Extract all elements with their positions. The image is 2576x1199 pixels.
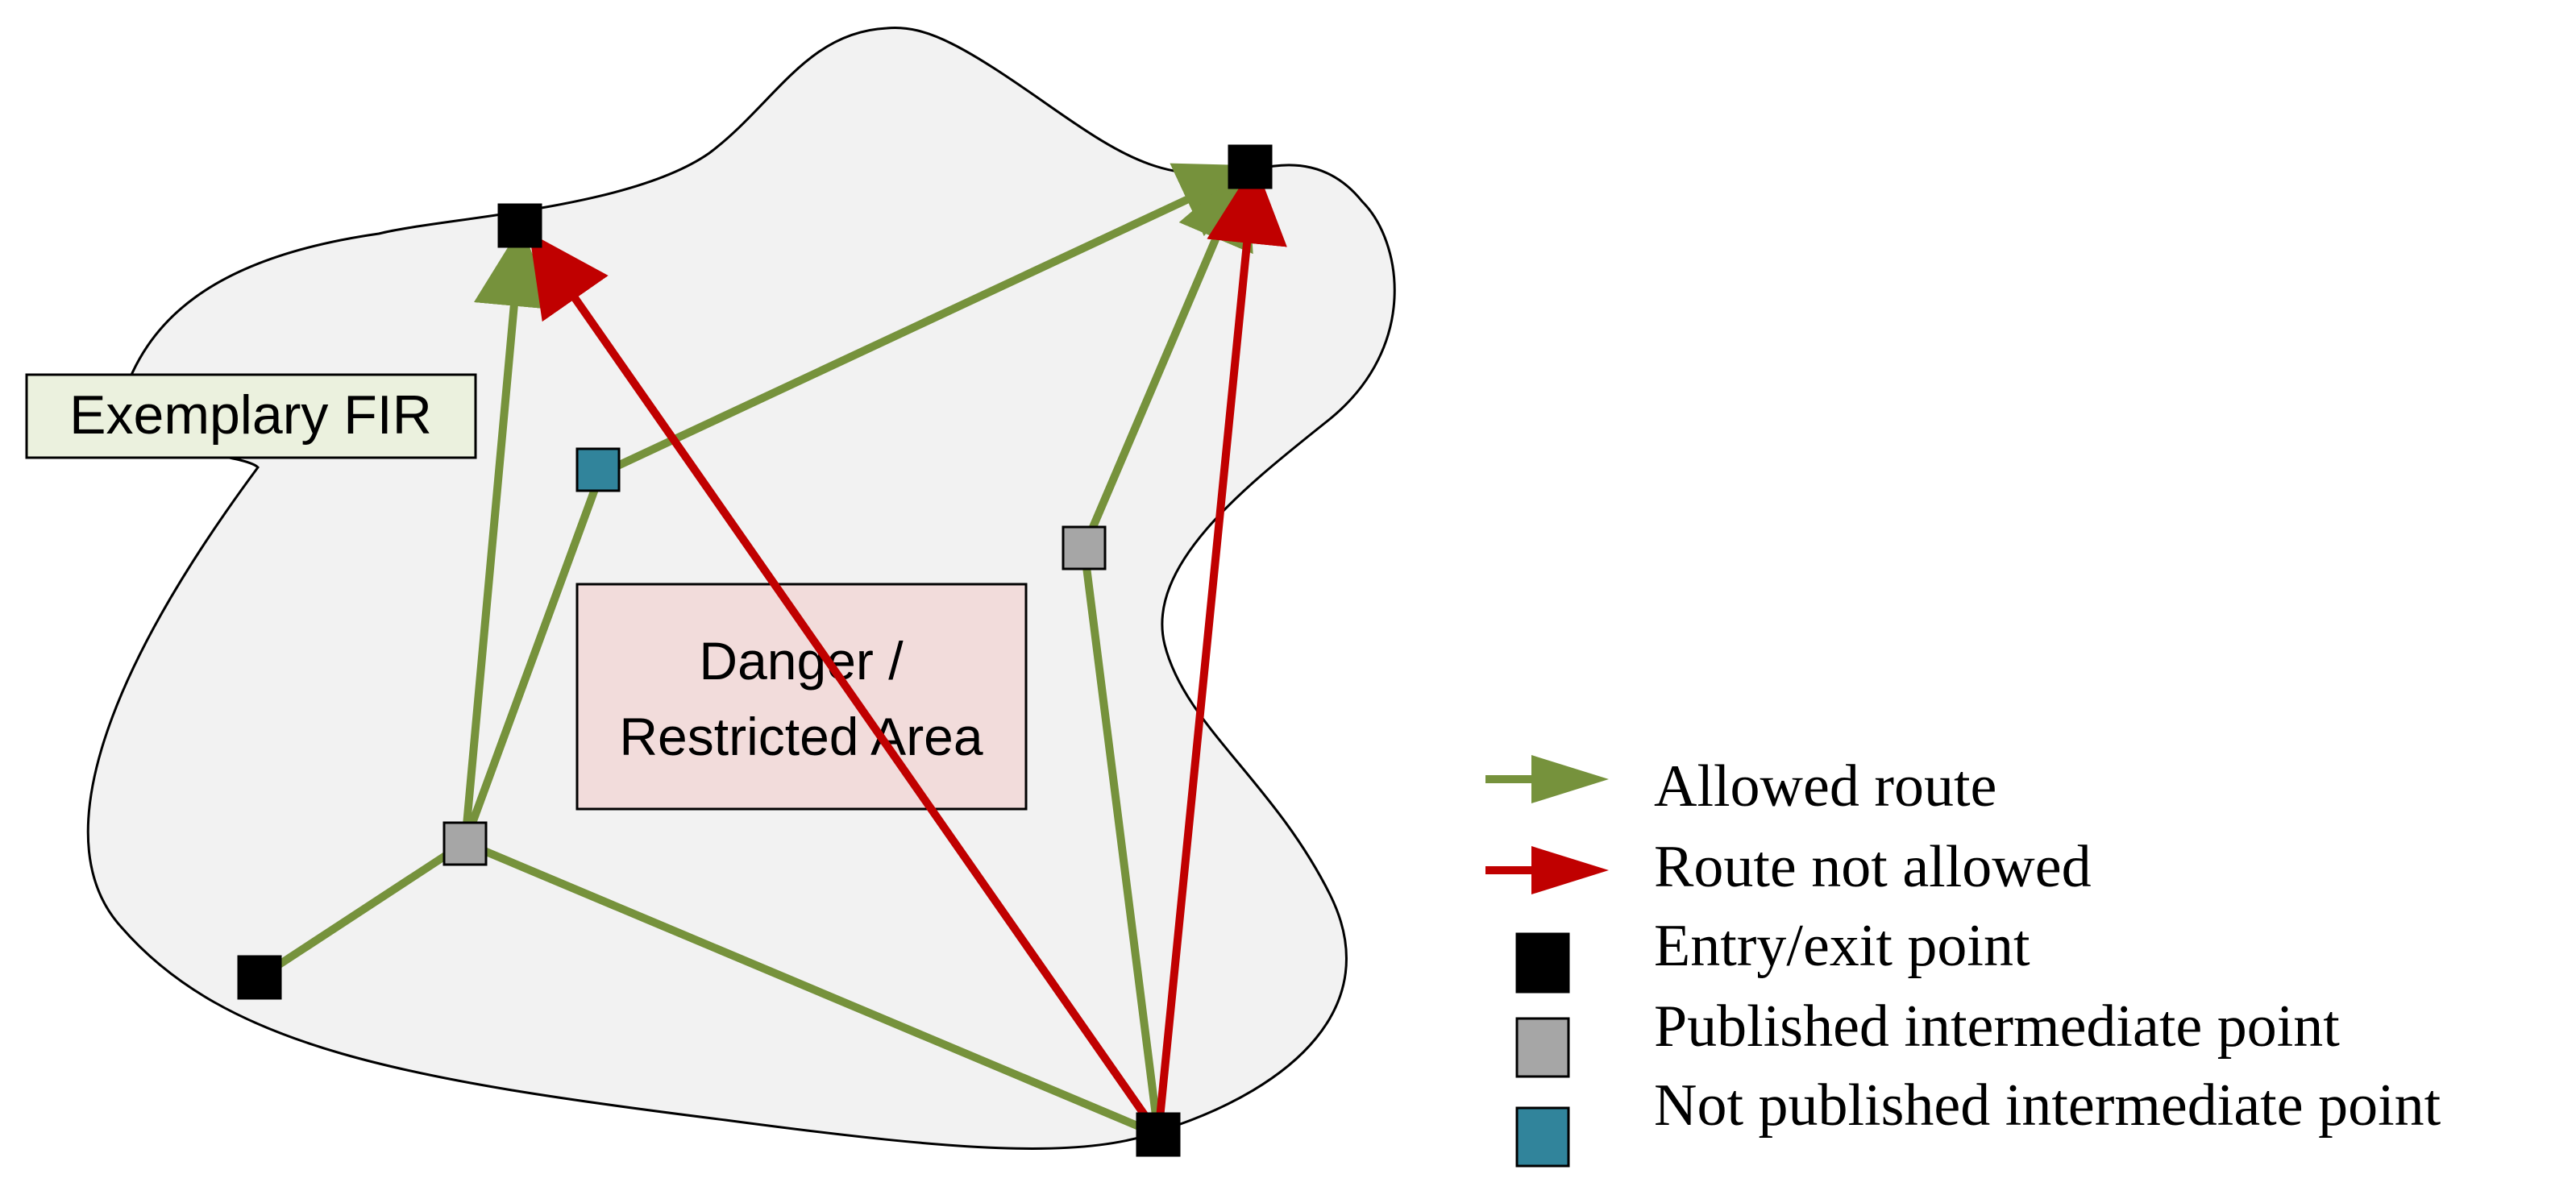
restricted-area-line1: Danger / — [699, 631, 904, 691]
not-allowed-route-south-to-ne-entry — [1154, 163, 1287, 1139]
not-allowed-route-south-to-north-entry — [529, 232, 1162, 1139]
legend-label-entry-exit-point: Entry/exit point — [1654, 913, 2030, 979]
allowed-route-published-to-south-entry — [461, 839, 1162, 1139]
published-intermediate-point-west — [442, 821, 488, 866]
legend-label-published-intermediate-point: Published intermediate point — [1654, 994, 2340, 1060]
not-published-intermediate-point — [575, 447, 621, 492]
published-intermediate-point-east — [1062, 525, 1107, 570]
legend-item-entry-exit-point: Entry/exit point — [1515, 913, 2030, 994]
allowed-route-sw-to-published — [256, 839, 469, 981]
legend: Allowed route Route not allowed Entry/ex… — [1485, 753, 2441, 1168]
legend-label-route-not-allowed: Route not allowed — [1654, 834, 2092, 900]
legend-label-not-published-intermediate-point: Not published intermediate point — [1654, 1072, 2441, 1139]
restricted-area-line2: Restricted Area — [619, 707, 983, 766]
allowed-route-published-to-north-entry — [461, 226, 555, 847]
legend-item-route-not-allowed: Route not allowed — [1485, 834, 2092, 900]
points — [237, 144, 1273, 1157]
fir-label: Exemplary FIR — [69, 384, 432, 446]
entry-exit-point-north — [497, 203, 542, 248]
entry-exit-point-southwest — [237, 955, 282, 1000]
entry-exit-point-south — [1136, 1112, 1181, 1157]
legend-item-allowed-route: Allowed route — [1485, 753, 1996, 819]
entry-exit-point-northeast — [1228, 144, 1273, 189]
legend-item-published-intermediate-point: Published intermediate point — [1515, 994, 2340, 1078]
legend-label-allowed-route: Allowed route — [1654, 753, 1996, 819]
not-allowed-routes — [529, 163, 1287, 1139]
fir-label-box: Exemplary FIR — [25, 373, 477, 459]
restricted-area: Danger / Restricted Area — [575, 583, 1028, 811]
legend-item-not-published-intermediate-point: Not published intermediate point — [1515, 1072, 2441, 1168]
